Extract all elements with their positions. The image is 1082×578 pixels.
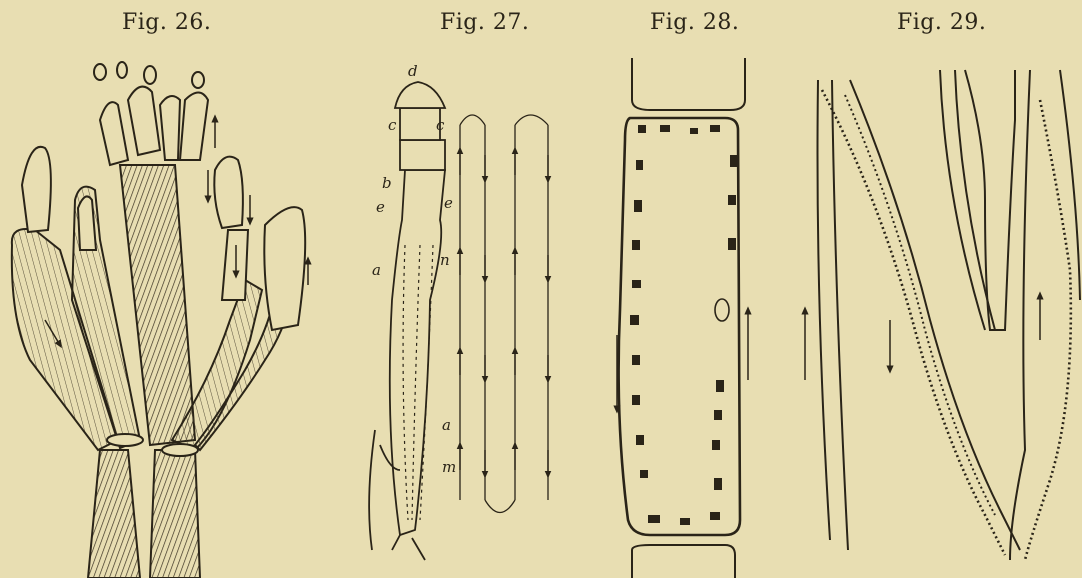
label-c-right: c (436, 116, 445, 134)
label-c-left: c (388, 116, 397, 134)
label-n: n (440, 251, 450, 269)
fig-27-drawing (369, 82, 548, 560)
label-d: d (408, 62, 418, 80)
fig-29-drawing (805, 70, 1080, 560)
label-m: m (442, 458, 456, 476)
label-e-right: e (444, 194, 453, 212)
fig-28-drawing (617, 58, 748, 578)
label-a-lower: a (442, 416, 451, 434)
label-a-upper: a (372, 261, 381, 279)
fig-26-drawing (12, 62, 308, 578)
label-b: b (382, 174, 392, 192)
label-e-left: e (376, 198, 385, 216)
